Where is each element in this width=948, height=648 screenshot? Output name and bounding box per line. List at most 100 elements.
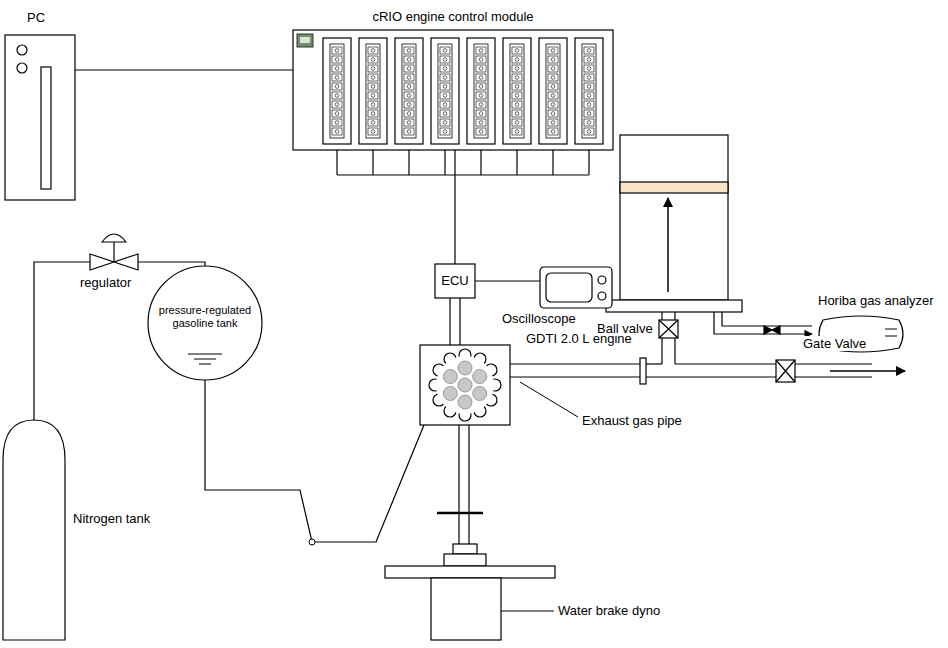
crio-module-outline-part [584,92,594,99]
crio-module-outline-part [335,67,339,71]
crio-module-outline-part [332,110,342,117]
crio-module-outline-part [548,83,558,90]
connector-part [459,298,460,345]
crio-module-outline-part [548,65,558,72]
node-caption: Horiba gas analyzer [818,294,934,309]
crio-module-outline-part [512,74,522,81]
crio-module-outline-part [515,130,519,134]
crio-module-outline-part [512,92,522,99]
sampling-column [606,135,742,312]
crio-module-outline-part [476,110,486,117]
sample-tube [714,312,812,334]
crio-module-outline-part [359,38,387,144]
exhaust-pipe-part [661,312,662,320]
exhaust-pipe-part [646,376,776,377]
crio-module-outline [293,30,613,150]
crio-module-outline-part [512,47,522,54]
bus-lines-part [588,150,589,175]
crio-module-outline-part [476,56,486,63]
crio-module-outline-part [404,92,414,99]
crio-module-outline-part [443,85,447,89]
oscilloscope-outline [540,267,612,308]
crio-module-outline-part [582,44,596,138]
crio-module-outline-part [584,101,594,108]
pc-computer-outline-part [41,67,51,189]
dyno-part [453,544,477,554]
node-caption: regulator [80,276,131,291]
dyno-part [458,425,459,544]
crio-module-outline-part [551,103,555,107]
crio-module-outline-part [548,110,558,117]
crio-module-outline-part [371,85,375,89]
crio-module-outline-part [476,65,486,72]
connector-part [138,262,205,266]
crio-module-outline-part [335,112,339,116]
engine: GDTI 2.0 L engine [420,345,510,425]
exhaust-pipe-part [640,358,646,384]
crio-module-outline-part [584,74,594,81]
crio-module-outline-part [371,103,375,107]
crio-module-outline-part [440,101,450,108]
connector-part [75,69,293,70]
crio-module-outline-part [515,112,519,116]
crio-module-outline-part [512,101,522,108]
crio-module-outline-part [479,112,483,116]
gasoline-tank-outline-part [148,266,262,380]
sampling-column-part [667,198,669,292]
crio-module-outline-part [438,44,452,138]
crio-module-outline-part [368,92,378,99]
exhaust-pipe-part [675,363,776,364]
connector [138,262,205,266]
engine-outline-part [458,361,472,375]
crio-module-outline-part [332,128,342,135]
dyno-part [444,554,486,566]
crio-module-outline-part [539,38,567,144]
crio-module-outline-part [551,130,555,134]
crio-module-outline-part [443,58,447,62]
crio-module-outline-part [551,49,555,53]
crio-module-outline-part [368,110,378,117]
connector-part [449,298,450,345]
gasoline-tank-outline-part [194,359,216,360]
exhaust-pipe-part [510,376,640,377]
bus-lines [337,150,589,175]
crio-module-outline-part [440,119,450,126]
crio-module-outline-part [293,30,613,150]
crio-module-outline-part [476,92,486,99]
gate-valve [776,360,795,382]
valve-label: Gate Valve [802,336,867,351]
crio-module-outline-part [476,128,486,135]
crio-module-outline-part [368,74,378,81]
crio-module-outline-part [587,76,591,80]
crio-module-outline-part [548,128,558,135]
engine-outline-part [420,345,510,425]
node-label: ECU [436,274,474,289]
crio-module-outline-part [335,94,339,98]
crio-module-outline-part [431,38,459,144]
crio-module-outline-part [440,47,450,54]
connector [475,281,540,282]
crio-module-outline-part [443,130,447,134]
engine-outline-part [473,370,487,384]
crio-module-outline-part [335,130,339,134]
crio-module-outline-part [584,47,594,54]
bus-lines-part [337,174,589,175]
crio-module-outline-part [512,128,522,135]
crio-module-outline-part [476,47,486,54]
crio-module-outline-part [371,130,375,134]
crio-module-outline-part [587,58,591,62]
sampling-column-part [606,300,742,312]
crio-module-outline-part [512,56,522,63]
crio-module-outline-part [512,83,522,90]
crio-module-outline-part [479,76,483,80]
bus-lines-part [444,150,445,175]
crio-module-outline-part [332,56,342,63]
crio-module-outline-part [368,56,378,63]
crio-module-outline-part [479,58,483,62]
crio-module-outline-part [332,74,342,81]
crio-module-outline-part [332,65,342,72]
crio-module-outline-part [440,92,450,99]
crio-module-outline-part [548,56,558,63]
crio-module-outline-part [404,74,414,81]
exhaust-pipe-part [646,363,662,364]
